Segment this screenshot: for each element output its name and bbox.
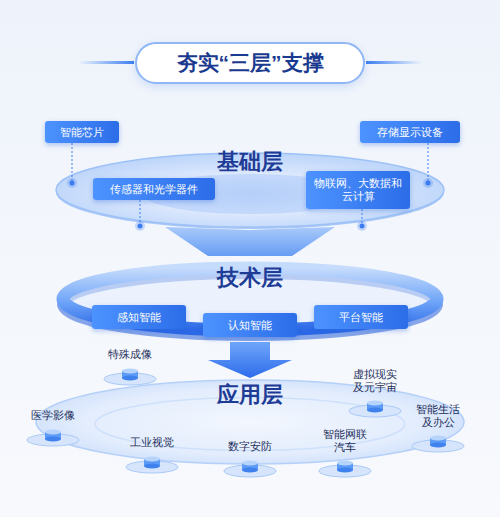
feature-box: 物联网、大数据和 云计算 [306, 171, 410, 209]
pedestal-symbol [340, 400, 410, 418]
application-label: 特殊成像 [99, 348, 161, 361]
pedestal-symbol [310, 460, 380, 478]
layer-ring: 技术层感知智能认知智能平台智能 [55, 256, 445, 342]
flow-funnel [165, 227, 335, 256]
anchor-dot [360, 224, 365, 229]
application-label: 虚拟现实 及元宇宙 [344, 368, 406, 394]
pedestal-symbol [95, 368, 165, 386]
pedestal-body [122, 376, 138, 381]
node-label: 智能芯片 [45, 121, 119, 143]
feature-box: 平台智能 [314, 305, 408, 329]
application-label: 智能网联 汽车 [314, 428, 376, 454]
node-label: 平台智能 [314, 305, 408, 329]
feature-box: 存储显示设备 [360, 121, 460, 143]
application-pedestal: 特殊成像 [95, 348, 165, 386]
feature-box: 感知智能 [92, 305, 186, 329]
application-label: 医学影像 [22, 409, 84, 422]
pedestal-body [367, 408, 383, 413]
application-pedestal: 工业视觉 [117, 436, 187, 474]
pedestal-top [430, 436, 446, 441]
application-label: 数字安防 [219, 440, 281, 453]
pedestal-symbol [117, 456, 187, 474]
application-label: 工业视觉 [121, 436, 183, 449]
application-label: 智能生活 及办公 [407, 403, 469, 429]
application-pedestal: 医学影像 [18, 409, 88, 447]
node-label: 认知智能 [203, 313, 297, 337]
node-label: 传感器和光学器件 [93, 178, 215, 200]
pedestal-top [242, 461, 258, 466]
pedestal-top [144, 457, 160, 462]
application-pedestal: 智能生活 及办公 [402, 403, 474, 453]
application-pedestal: 虚拟现实 及元宇宙 [340, 368, 410, 418]
pedestal-body [144, 464, 160, 469]
application-pedestal: 智能网联 汽车 [310, 428, 380, 478]
pedestal-symbol [18, 429, 88, 447]
layer-heading: 技术层 [55, 265, 445, 291]
pedestal-body [337, 468, 353, 473]
pedestal-symbol [402, 435, 474, 453]
title-rule [78, 61, 134, 64]
title-pill: 夯实“三层”支撑 [135, 42, 365, 84]
flow-arrow [208, 342, 292, 378]
feature-box: 认知智能 [203, 313, 297, 337]
pedestal-top [337, 461, 353, 466]
pedestal-body [45, 437, 61, 442]
node-label: 物联网、大数据和 云计算 [306, 171, 410, 209]
pedestal-top [122, 369, 138, 374]
feature-box: 智能芯片 [45, 121, 119, 143]
layer-ellipse: 应用层特殊成像虚拟现实 及元宇宙医学影像智能生活 及办公工业视觉数字安防智能网联… [35, 378, 465, 466]
layer-heading: 应用层 [35, 382, 465, 408]
layer-surface [36, 380, 464, 464]
title-rule [366, 61, 422, 64]
application-pedestal: 数字安防 [215, 440, 285, 478]
feature-box: 传感器和光学器件 [93, 178, 215, 200]
pedestal-symbol [215, 460, 285, 478]
node-label: 感知智能 [92, 305, 186, 329]
pedestal-top [45, 430, 61, 435]
anchor-dot [138, 224, 143, 229]
node-label: 存储显示设备 [360, 121, 460, 143]
pedestal-top [367, 401, 383, 406]
pedestal-body [242, 468, 258, 473]
diagram-title: 夯实“三层”支撑 [177, 49, 324, 77]
pedestal-body [430, 443, 446, 448]
layer-ellipse: 基础层传感器和光学器件物联网、大数据和 云计算 [55, 150, 445, 230]
